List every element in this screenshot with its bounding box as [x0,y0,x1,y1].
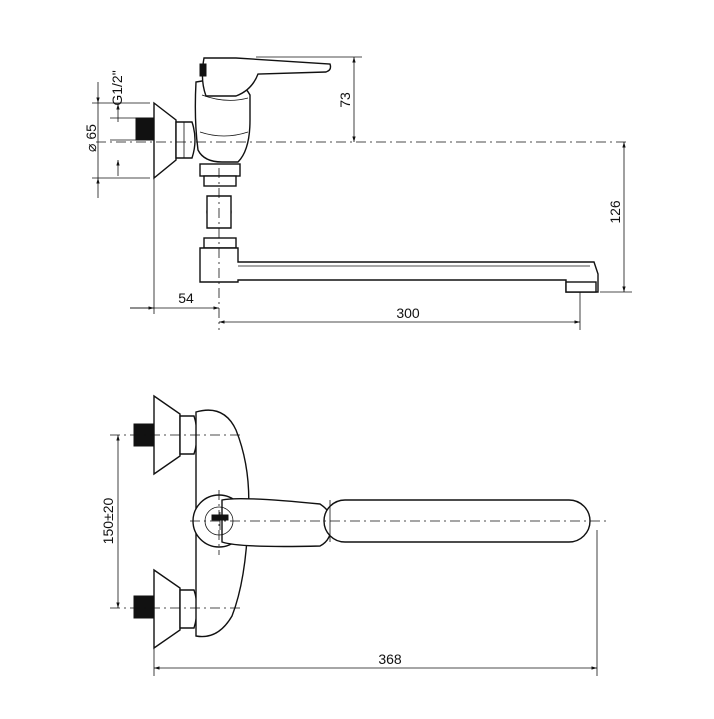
inlet-top-front [133,394,198,476]
dim-diameter: ⌀ 65 [83,82,150,198]
front-view: 150±20 368 [100,394,610,676]
dim-wall-offset: 54 [130,290,219,310]
lever-side [199,57,332,97]
inlet-bottom-front [133,568,198,650]
dim-thread: G1/2" [109,70,136,176]
swivel-joint-side [199,163,241,249]
dim-inlet-spacing: 150±20 [100,435,120,608]
dim-outlet-height-label: 126 [607,200,623,224]
dim-outlet-height: 126 [600,142,632,293]
dim-spout-reach: 300 [219,292,581,330]
dim-wall-offset-label: 54 [178,290,194,306]
spout-side [199,247,599,293]
inlet-fitting-side [135,101,196,180]
dim-diameter-label: ⌀ 65 [83,124,99,152]
dim-thread-label: G1/2" [109,70,125,105]
dim-overall-width: 368 [153,530,598,676]
dim-handle-height-label: 73 [337,92,353,108]
side-view: G1/2" ⌀ 65 73 126 54 [83,56,632,330]
dim-handle-height: 73 [256,56,362,142]
dim-inlet-spacing-label: 150±20 [100,497,116,544]
dim-spout-reach-label: 300 [396,305,420,321]
dim-overall-width-label: 368 [378,651,402,667]
mixer-body-side [194,77,251,163]
